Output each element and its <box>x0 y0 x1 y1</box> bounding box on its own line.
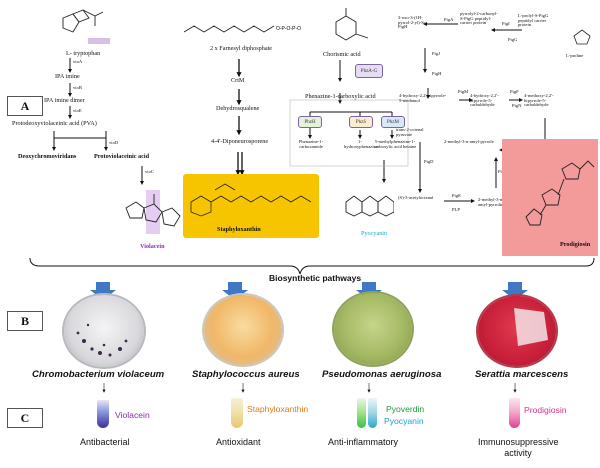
prod-step4-label: 4-hydroxy-2,2'-bipyrrole-5-methanol <box>399 93 447 103</box>
activity-2: Antioxidant <box>216 437 261 447</box>
vioB-label: vioB <box>73 85 82 90</box>
pigD-label: PigD <box>424 159 434 164</box>
pigH-label: PigH <box>432 71 442 76</box>
prod-step9-label: 2-methyl-3-n-amyl-pyrrole <box>444 139 494 144</box>
crtm-label: CrtM <box>231 77 245 84</box>
pigM-label: PigM <box>458 89 469 94</box>
activity-3: Anti-inflammatory <box>328 437 399 447</box>
pigG-label: PigG <box>508 37 518 42</box>
farnesyl-diphosphate-structure-icon: O-P-O-P-O <box>183 25 301 33</box>
phzs-enzyme: PhzS <box>349 116 373 128</box>
dehydrosqualene-label: Dehydrosqualene <box>216 105 260 112</box>
violacein-vial <box>97 400 109 428</box>
ipa-imine-label: IPA imine <box>55 73 80 80</box>
petri-dish-aureus <box>204 295 282 365</box>
violacein-product-label: Violacein <box>140 243 165 250</box>
pigN-label: PigN <box>512 103 522 108</box>
prod-step8-label: (S)-3-acetyloctanal <box>398 195 434 200</box>
organism-name-2: Staphylococcus aureus <box>192 369 300 380</box>
pigment-name-2: Staphyloxanthin <box>247 404 309 414</box>
chorismic-acid-structure-icon <box>335 8 369 41</box>
panel-b-label: B <box>7 311 43 331</box>
pcn-label: Phenazine-1-carboxamide <box>298 139 324 149</box>
prod-step3-label: 3-oxo-3-(1H-pyrrol-2-yl)-S-PigH <box>398 15 426 30</box>
pyoverdin-vial <box>357 398 366 428</box>
down-arrows <box>90 282 528 300</box>
phza-g-enzyme: PhzA-G <box>355 64 383 78</box>
staphyloxanthin-vial <box>231 398 243 428</box>
section-title: Biosynthetic pathways <box>269 273 362 283</box>
plp-label: PLP <box>452 207 460 212</box>
vioD-label: vioD <box>109 140 119 145</box>
tryptophan-structure-icon <box>62 9 104 33</box>
tryptophan-highlight <box>88 38 110 44</box>
prodigiosin-product-label: Prodigiosin <box>560 241 591 248</box>
prodigiosin-structure-icon <box>525 160 595 226</box>
deoxychromoviridans-label: Deoxychromoviridans <box>18 153 77 160</box>
pigI-label: PigI <box>502 21 510 26</box>
phzh-enzyme: PhzH <box>298 116 322 128</box>
prod-step1-label: L-prolyl-S-PigG peptidyl carrier protein <box>518 13 549 28</box>
prod-step6-label: 4-methoxy-2,2'-bipyrrole-5-carbaldehyde <box>524 93 554 108</box>
pigment-name-3b: Pyocyanin <box>384 416 424 426</box>
pigE-label: PigE <box>452 193 461 198</box>
pyocyanin-structure-icon <box>345 195 394 217</box>
staphyloxanthin-box: Staphyloxanthin <box>183 174 319 238</box>
prodigiosin-box: Prodigiosin <box>502 139 598 256</box>
petri-dish-marcescens <box>478 296 556 366</box>
prodigiosin-vial <box>509 398 520 428</box>
pyocyanin-vial <box>368 398 377 428</box>
proline-label: L-proline <box>566 53 584 58</box>
pigment-name-3a: Pyoverdin <box>386 404 425 414</box>
prod-step2-label: pyrrolyl-2-carbonyl-S-PigG peptidyl-carr… <box>460 11 498 26</box>
pigA-label: PigA <box>444 17 454 22</box>
hydroxyphenazine-label: 1-hydroxyphenazine <box>344 139 378 149</box>
farnesyl-label: 2 x Farnesyl diphosphate <box>210 45 273 52</box>
panel-c-label: C <box>7 408 43 428</box>
violacein-structure-icon <box>125 190 181 234</box>
prod-step7-label: trans-2-octenal pyruvate <box>396 127 424 137</box>
svg-text:O-P-O-P-O: O-P-O-P-O <box>276 26 301 32</box>
organism-name-4: Serattia marcescens <box>475 369 569 380</box>
vioA-label: vioA <box>73 59 83 64</box>
vioC-label: vioC <box>145 169 154 174</box>
staphyloxanthin-product-label: Staphyloxanthin <box>217 226 261 233</box>
pigment-name-1: Violacein <box>115 410 150 420</box>
prod-step10-label: 2-methyl-3-n-amyl-pyrroline <box>478 197 506 207</box>
pyocyanin-product-label: Pyocyanin <box>361 230 388 237</box>
organism-name-3: Pseudomonas aeruginosa <box>322 369 442 380</box>
staphyloxanthin-structure-icon <box>190 183 312 217</box>
pigJ-label: PigJ <box>432 51 440 56</box>
pva-label: Protodeoxyviolaceinic acid (PVA) <box>12 120 97 127</box>
proline-structure-icon <box>573 29 591 45</box>
protoviolaceinic-label: Protoviolaceinic acid <box>94 153 150 160</box>
pca-label: Phenazine-1-carboxylic acid <box>305 93 376 100</box>
pigment-name-4: Prodigiosin <box>524 405 567 415</box>
organism-name-1: Chromobacterium violaceum <box>32 369 165 380</box>
phzm-enzyme: PhzM <box>381 116 405 128</box>
marcescens-paper <box>514 308 548 346</box>
prod-step5-label: 4-hydroxy-2,2'-bipyrrole-5-carbaldehyde <box>470 93 499 108</box>
petri-dish-aeruginosa <box>334 293 412 365</box>
ipa-imine-dimer-label: IPA imine dimer <box>44 97 85 104</box>
violaceum-colonies <box>76 323 128 357</box>
vioE-label: vioE <box>73 108 82 113</box>
panel-a-label: A <box>7 96 43 116</box>
diponeurosporene-label: 4-4'-Diponeurosporene <box>211 138 269 145</box>
tryptophan-label: L- tryptophan <box>66 50 101 57</box>
activity-1: Antibacterial <box>80 437 130 447</box>
petri-dish-violaceum <box>64 295 144 367</box>
methylphenazine-label: 5-methylphenazine-1-carboxylic acid beta… <box>373 139 417 149</box>
chorismic-acid-label: Chorismic acid <box>323 51 361 58</box>
pigF-label: PigF <box>510 89 519 94</box>
activity-4: Immunosuppressive activity <box>478 437 559 458</box>
